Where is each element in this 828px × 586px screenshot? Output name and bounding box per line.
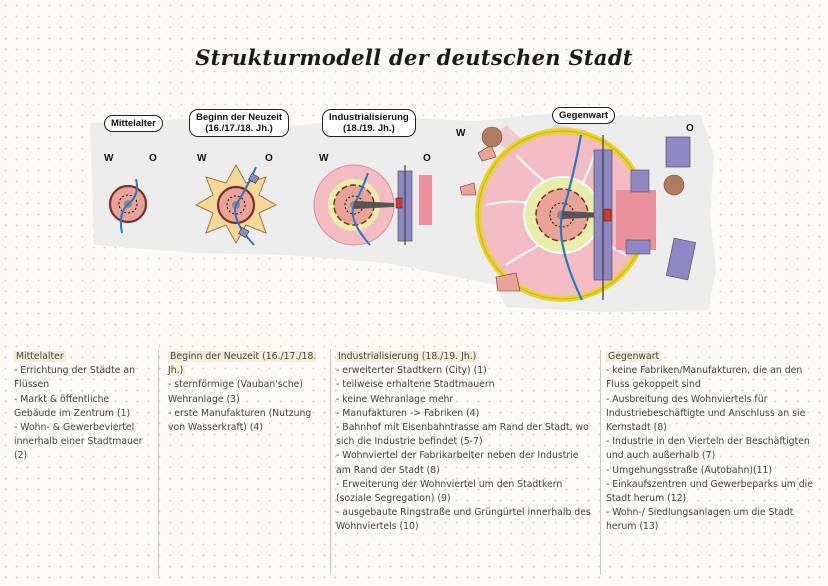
list-item: - Wohn- & Gewerbeviertel innerhalb einer… — [14, 422, 143, 462]
list-item: - ausgebaute Ringstraße und Grüngürtel i… — [336, 507, 591, 533]
compass-west: W — [104, 153, 114, 164]
compass-west: W — [197, 153, 207, 164]
list-item: - Errichtung der Städte an Flüssen — [14, 365, 135, 391]
list-item: - Markt & öffentliche Gebäude im Zentrum… — [14, 393, 131, 419]
list-item: - Bahnhof mit Eisenbahntrasse am Rand de… — [336, 422, 589, 448]
list-item: - Ausbreitung des Wohnviertels für Indus… — [606, 393, 806, 434]
column-heading: Gegenwart — [606, 351, 662, 362]
list-item: - Umgehungsstraße (Autobahn)(11) — [606, 464, 773, 476]
compass-west: W — [456, 128, 466, 139]
column-present: Gegenwart - keine Fabriken/Manufakturen,… — [606, 350, 820, 572]
column-heading: Mittelalter — [14, 351, 66, 362]
column-divider — [600, 350, 601, 575]
list-item: - Wohn-/ Siedlungsanlagen um die Stadt h… — [606, 507, 794, 533]
compass-west: W — [319, 153, 329, 164]
compass-east: O — [686, 123, 694, 134]
list-item: - Erweiterung der Wohnviertel um den Sta… — [336, 478, 563, 505]
list-item: - teilweise erhaltene Stadtmauern — [336, 379, 495, 391]
list-item: - keine Wehranlage mehr — [336, 393, 454, 405]
stage-medieval-map — [108, 178, 148, 234]
column-list: - keine Fabriken/Manufakturen, die an de… — [606, 364, 820, 534]
list-item: - erweiterter Stadtkern (City) (1) — [336, 365, 487, 377]
column-divider — [330, 350, 331, 575]
stage-label-early-modern: Beginn der Neuzeit (16./17./18. Jh.) — [189, 109, 290, 137]
column-heading: Industrialisierung (18./19. Jh.) — [336, 351, 479, 362]
column-list: - Errichtung der Städte an Flüssen - Mar… — [14, 364, 154, 463]
compass-east: O — [423, 153, 431, 164]
city-structure-figure: Mittelalter Beginn der Neuzeit (16./17./… — [86, 95, 716, 320]
list-item: - sternförmige (Vauban'sche) Wehranlage … — [168, 379, 303, 405]
column-industrial: Industrialisierung (18./19. Jh.) - erwei… — [336, 350, 596, 572]
page-title: Strukturmodell der deutschen Stadt — [195, 45, 633, 70]
column-list: - erweiterter Stadtkern (City) (1) - tei… — [336, 364, 596, 534]
list-item: - keine Fabriken/Manufakturen, die an de… — [606, 365, 803, 391]
list-item: - Manufakturen -> Fabriken (4) — [336, 407, 480, 419]
city-stages-illustration — [90, 113, 716, 312]
list-item: - Einkaufszentren und Gewerbeparks um di… — [606, 478, 813, 505]
column-heading: Beginn der Neuzeit (16./17./18. Jh.) — [168, 351, 317, 377]
list-item: - Wohnviertel der Fabrikarbeiter neben d… — [336, 450, 579, 476]
list-item: - Industrie in den Vierteln der Beschäft… — [606, 436, 810, 462]
stage-label-industrial: Industrialisierung (18./19. Jh.) — [322, 109, 416, 137]
stage-early-modern-map — [194, 163, 278, 246]
column-divider — [158, 350, 159, 575]
column-list: - sternförmige (Vauban'sche) Wehranlage … — [168, 378, 324, 435]
stage-industrial-map — [313, 164, 432, 246]
compass-east: O — [149, 153, 157, 164]
column-medieval: Mittelalter - Errichtung der Städte an F… — [14, 350, 154, 572]
compass-east: O — [265, 153, 273, 164]
stage-label-present: Gegenwart — [552, 107, 616, 124]
stage-label-medieval: Mittelalter — [104, 115, 163, 132]
list-item: - erste Manufakturen (Nutzung von Wasser… — [168, 407, 312, 434]
stage-present-map — [459, 125, 697, 302]
column-early-modern: Beginn der Neuzeit (16./17./18. Jh.) - s… — [168, 350, 324, 572]
